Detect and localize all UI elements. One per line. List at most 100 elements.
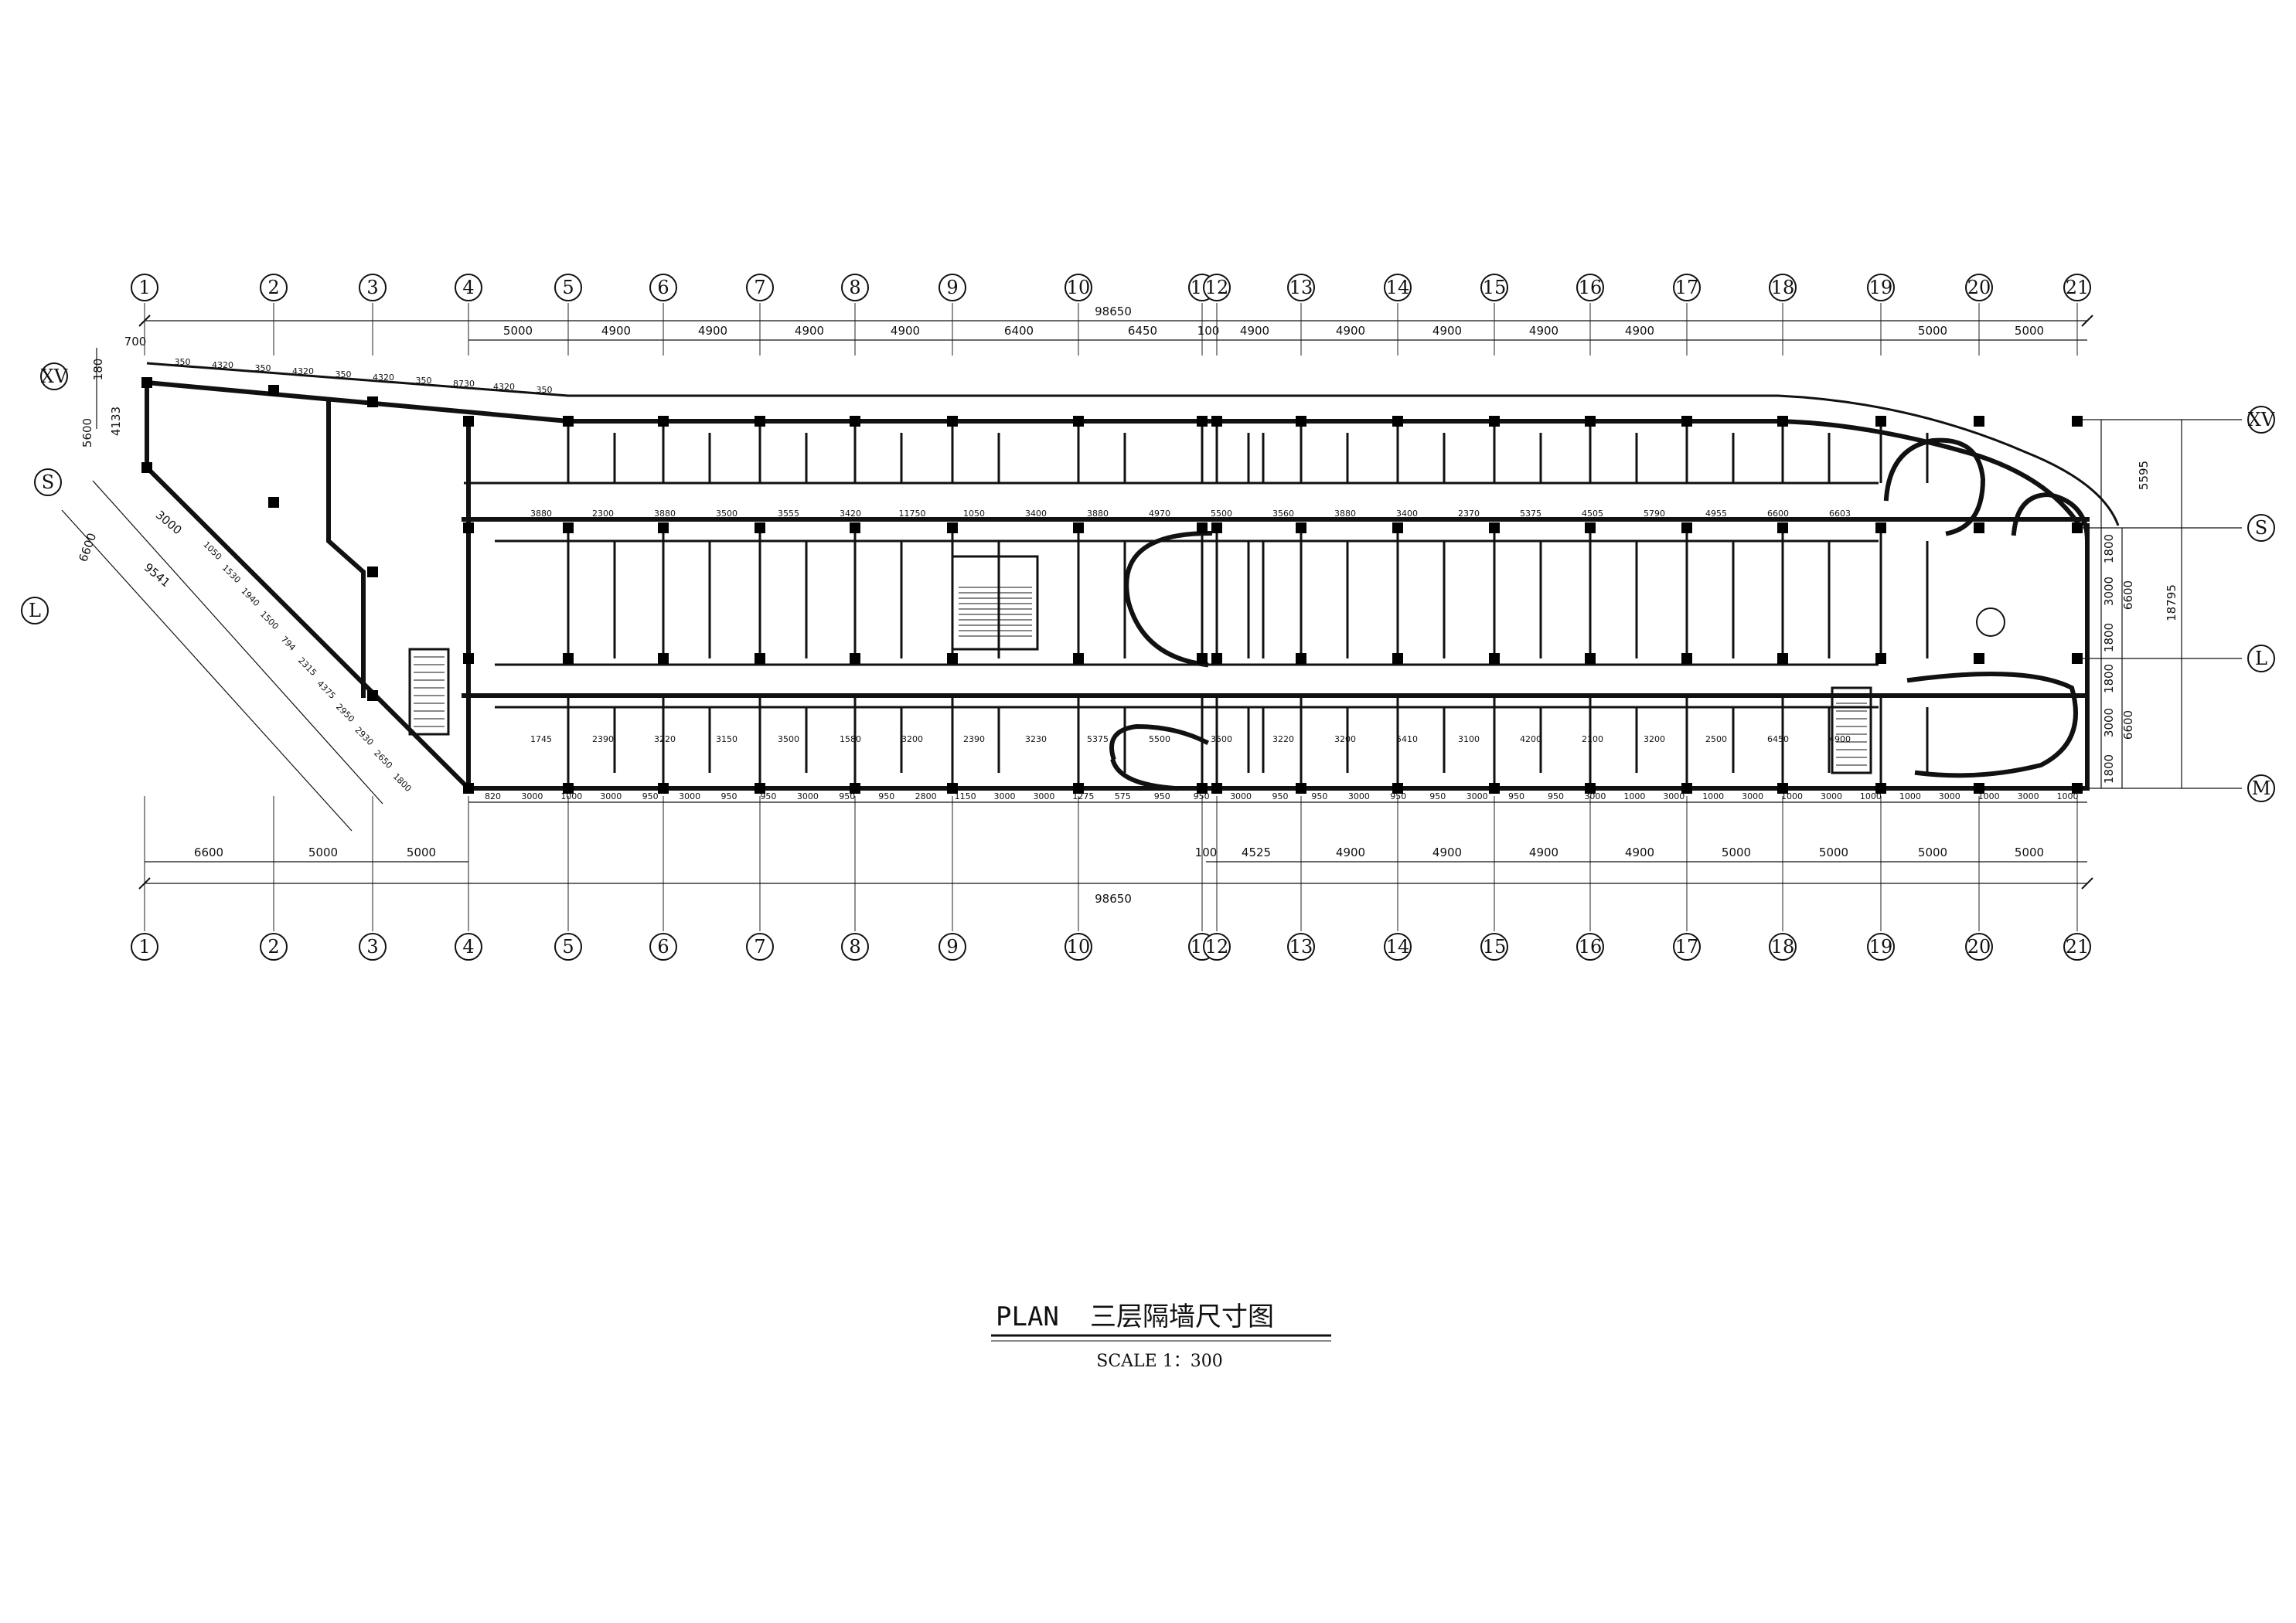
axis-label: 17: [1675, 936, 1699, 958]
module-dim: 1000: [2057, 791, 2079, 801]
left-dim: 3000: [153, 508, 185, 537]
axis-bubble-19: 19: [1867, 933, 1895, 961]
room-dim: 3880: [654, 509, 676, 519]
room-dim: 3500: [778, 734, 799, 744]
axis-bubble-15: 15: [1480, 933, 1508, 961]
column: [1489, 522, 1500, 533]
diag-dim: 1800: [391, 771, 414, 794]
axis-bubble-21: 21: [2063, 274, 2091, 301]
bottom-dim: 5000: [2015, 846, 2044, 859]
upper-dim: 4320: [292, 366, 314, 376]
column: [1777, 416, 1788, 427]
room-dim: 2390: [963, 734, 985, 744]
right-dim: 1800: [2102, 754, 2116, 784]
column: [755, 653, 765, 664]
module-dim: 1000: [1899, 791, 1921, 801]
column: [1585, 653, 1596, 664]
axis-label: 18: [1771, 936, 1795, 958]
column: [1296, 653, 1306, 664]
module-dim: 820: [485, 791, 501, 801]
module-dim: 3000: [521, 791, 543, 801]
exterior-walls: [144, 362, 2120, 792]
module-dim: 950: [1154, 791, 1170, 801]
room-dim: 3560: [1272, 509, 1294, 519]
axis-label: 2: [267, 277, 279, 298]
column: [658, 522, 669, 533]
column: [1197, 653, 1208, 664]
svg-text:L: L: [29, 600, 41, 621]
room-dim: 2300: [592, 509, 614, 519]
room-dim: 3400: [1396, 509, 1418, 519]
bottom-dim: 5000: [1918, 846, 1947, 859]
room-dim: 3500: [1211, 734, 1232, 744]
axis-label: 16: [1579, 277, 1603, 298]
axis-bubble-XV-left: XV: [40, 362, 68, 390]
axis-label: 5: [562, 277, 574, 298]
column: [2072, 522, 2083, 533]
axis-label: 10: [1067, 277, 1091, 298]
lobby-oval: [1109, 530, 1213, 791]
right-dim: 6600: [2121, 580, 2135, 610]
axis-bubble-15: 15: [1480, 274, 1508, 301]
diag-dim: 1500: [258, 609, 281, 631]
column: [1974, 653, 1984, 664]
column: [947, 522, 958, 533]
upper-dim: 4320: [373, 373, 394, 383]
module-dim: 1000: [1623, 791, 1645, 801]
axis-label: 2: [267, 936, 279, 958]
axis-bubble-12: 12: [1203, 933, 1231, 961]
axis-label: 5: [562, 936, 574, 958]
column: [1875, 416, 1886, 427]
module-dim: 3000: [1584, 791, 1606, 801]
column: [1296, 783, 1306, 794]
upper-dim: 8730: [453, 379, 475, 389]
bottom-dim: 100: [1195, 846, 1218, 859]
column: [850, 416, 860, 427]
room-dim: 4900: [1829, 734, 1851, 744]
diag-dim: 4375: [315, 679, 338, 701]
column: [1197, 416, 1208, 427]
axis-label: 6: [657, 936, 669, 958]
column: [141, 377, 152, 388]
column: [1974, 416, 1984, 427]
module-dim: 1000: [1860, 791, 1882, 801]
svg-text:S: S: [42, 471, 54, 493]
axis-bubble-8: 8: [841, 274, 869, 301]
room-dim: 3230: [1025, 734, 1047, 744]
top-dim: 4900: [601, 324, 631, 338]
right-dim: 1800: [2102, 534, 2116, 563]
module-dim: 950: [839, 791, 855, 801]
upper-dim: 350: [336, 369, 352, 379]
svg-text:XV: XV: [2248, 409, 2275, 430]
axis-label: 13: [1289, 936, 1313, 958]
bottom-dim: 4900: [1432, 846, 1462, 859]
axis-label: 20: [1967, 936, 1991, 958]
left-dim: 5600: [80, 418, 94, 447]
column: [1392, 653, 1403, 664]
axis-bubble-2: 2: [260, 933, 288, 961]
module-dim: 575: [1115, 791, 1131, 801]
column: [367, 690, 378, 701]
module-dim: 1000: [1781, 791, 1803, 801]
axis-bubble-5: 5: [554, 274, 582, 301]
axis-label: 13: [1289, 277, 1313, 298]
axis-bubble-12: 12: [1203, 274, 1231, 301]
top-dim: 4900: [1240, 324, 1269, 338]
column: [1974, 522, 1984, 533]
axis-bubble-20: 20: [1965, 933, 1993, 961]
right-dim: 3000: [2102, 708, 2116, 737]
module-dim: 3000: [1230, 791, 1252, 801]
room-dim: 5500: [1149, 734, 1170, 744]
top-dim: 6450: [1128, 324, 1157, 338]
axis-label: 19: [1869, 936, 1893, 958]
axis-bubble-16: 16: [1576, 274, 1604, 301]
axis-bubble-13: 13: [1287, 274, 1315, 301]
axis-bubble-2: 2: [260, 274, 288, 301]
top-dim: 5000: [2015, 324, 2044, 338]
title-block: PLAN 三层隔墙尺寸图 SCALE 1：300: [991, 1301, 1331, 1371]
top-dim: 6400: [1004, 324, 1034, 338]
column: [563, 416, 574, 427]
top-dim: 100: [1197, 324, 1220, 338]
room-dim: 3200: [1644, 734, 1665, 744]
